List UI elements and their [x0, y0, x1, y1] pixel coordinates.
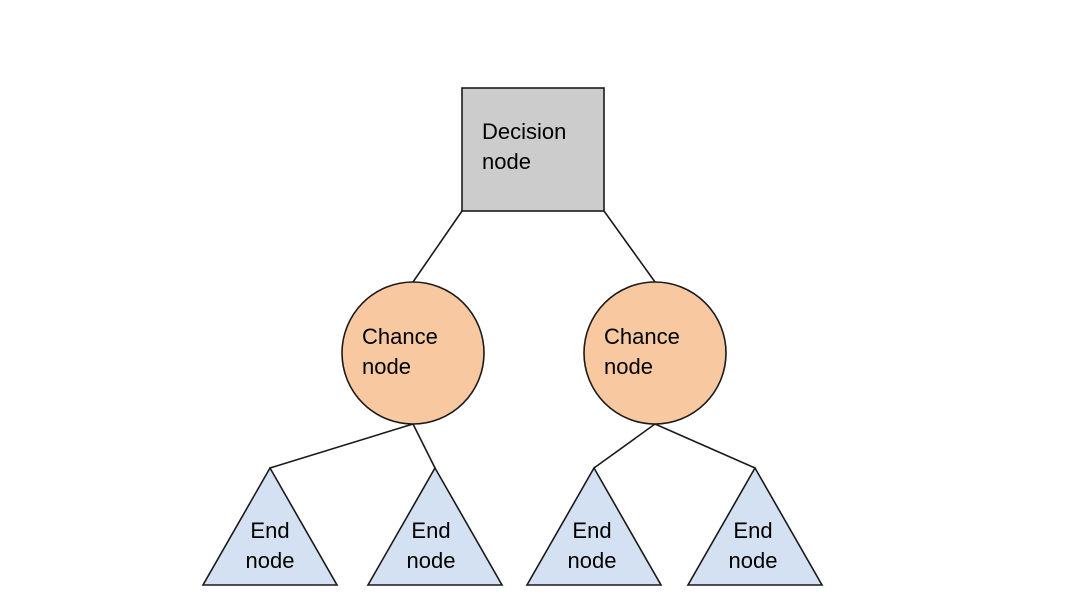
edge-chance-right-to-end-node-4 — [654, 423, 756, 469]
edge-decision-to-chance-left — [412, 210, 463, 283]
chance-node-left-shape[interactable] — [341, 281, 485, 425]
edge-decision-to-chance-right — [603, 210, 656, 283]
end-node-1-shape[interactable] — [201, 466, 339, 586]
edge-chance-right-to-end-node-3 — [593, 423, 656, 469]
end-node-2-shape[interactable] — [366, 466, 504, 586]
end-node-3-shape[interactable] — [525, 466, 663, 586]
edge-group — [269, 210, 756, 469]
chance-node-right-shape[interactable] — [583, 281, 727, 425]
decision-node-shape[interactable] — [461, 87, 605, 212]
edge-chance-left-to-end-node-2 — [412, 423, 436, 469]
edge-chance-left-to-end-node-1 — [269, 423, 414, 469]
end-node-4-shape[interactable] — [686, 466, 824, 586]
